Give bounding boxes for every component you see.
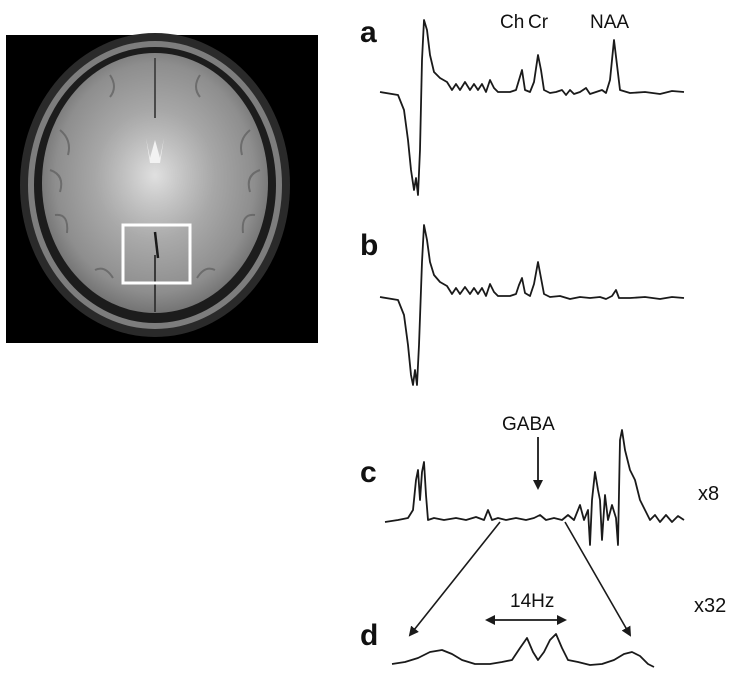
panel-c-letter: c [360,456,377,489]
panel-b-letter: b [360,229,378,262]
peak-label-naa: NAA [590,12,629,33]
roi-fissure [153,231,160,259]
white-matter [95,110,215,240]
spectrum-d [391,633,655,668]
zoom-arrow-left [408,521,501,637]
peak-label-ch: Ch [500,12,524,33]
ventricles [146,138,164,163]
spectrum-a [379,19,685,196]
mri-image [6,33,318,343]
scale-d: x32 [694,595,726,617]
gaba-label: GABA [502,414,555,435]
hz-label: 14Hz [510,591,554,612]
spectrum-b [379,224,685,386]
sulci [49,74,261,279]
roi-box [121,223,192,285]
scale-c: x8 [698,483,719,505]
panel-a-letter: a [360,16,377,49]
peak-label-cr: Cr [528,12,549,33]
panel-d-letter: d [360,619,378,652]
spectrum-c [384,429,685,546]
zoom-arrow-right [564,521,631,637]
